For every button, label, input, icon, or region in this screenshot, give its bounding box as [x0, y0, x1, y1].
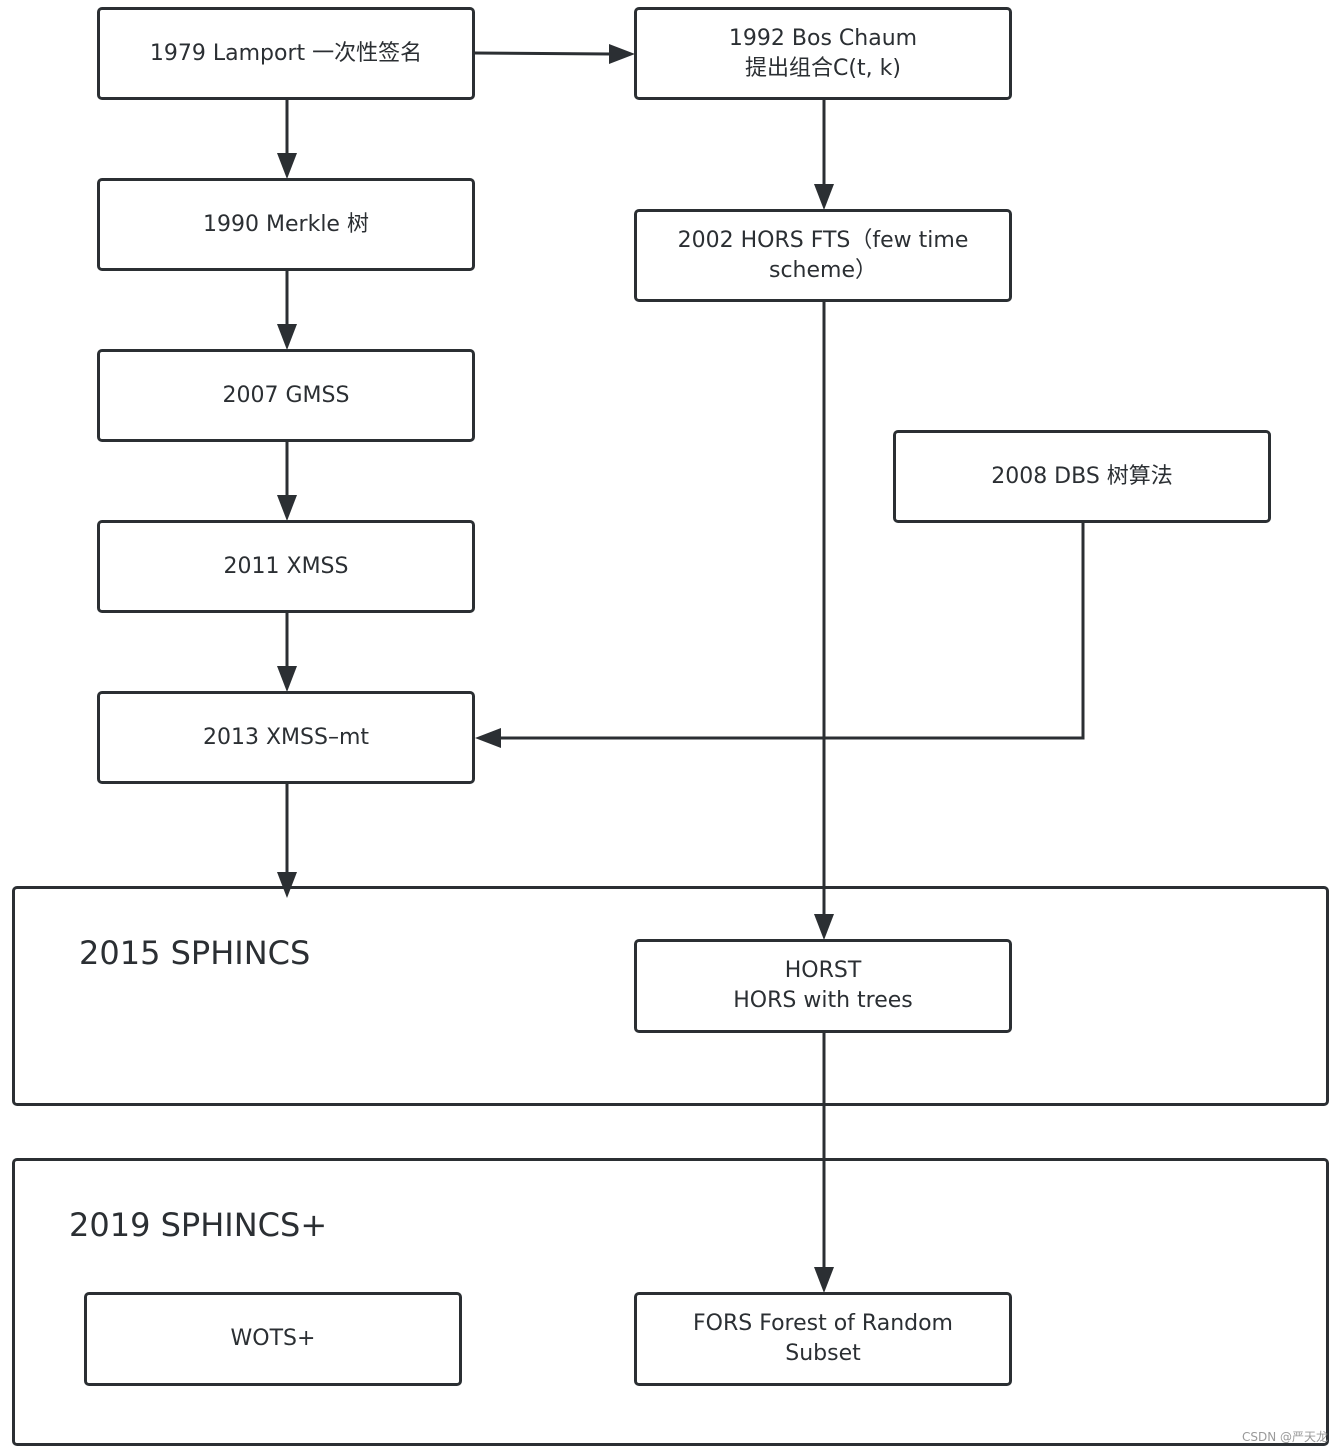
node-lamport: 1979 Lamport 一次性签名	[97, 7, 475, 100]
edge-lamport-boschaum	[473, 51, 612, 56]
node-wots-plus: WOTS+	[84, 1292, 462, 1386]
arrowhead-dbs-xmssmt	[475, 728, 501, 748]
arrowhead-xmssmt	[277, 666, 297, 692]
watermark: CSDN @严天龙	[1241, 1430, 1328, 1444]
node-merkle: 1990 Merkle 树	[97, 178, 475, 271]
node-bos-chaum: 1992 Bos Chaum 提出组合C(t, k)	[634, 7, 1012, 100]
node-fors: FORS Forest of Random Subset	[634, 1292, 1012, 1386]
arrowhead-boschaum	[609, 44, 635, 64]
node-xmss: 2011 XMSS	[97, 520, 475, 613]
node-dbs: 2008 DBS 树算法	[893, 430, 1271, 523]
node-horst: HORST HORS with trees	[634, 939, 1012, 1033]
node-xmss-mt: 2013 XMSS–mt	[97, 691, 475, 784]
group-sphincs-title: 2015 SPHINCS	[79, 934, 311, 972]
node-hors: 2002 HORS FTS（few time scheme）	[634, 209, 1012, 302]
group-sphincs-plus-title: 2019 SPHINCS+	[69, 1206, 328, 1244]
edge-dbs-xmssmt	[498, 523, 1085, 740]
arrowhead-xmss	[277, 495, 297, 521]
arrowhead-hors	[814, 184, 834, 210]
node-gmss: 2007 GMSS	[97, 349, 475, 442]
arrowhead-gmss	[277, 324, 297, 350]
arrowhead-merkle	[277, 153, 297, 179]
